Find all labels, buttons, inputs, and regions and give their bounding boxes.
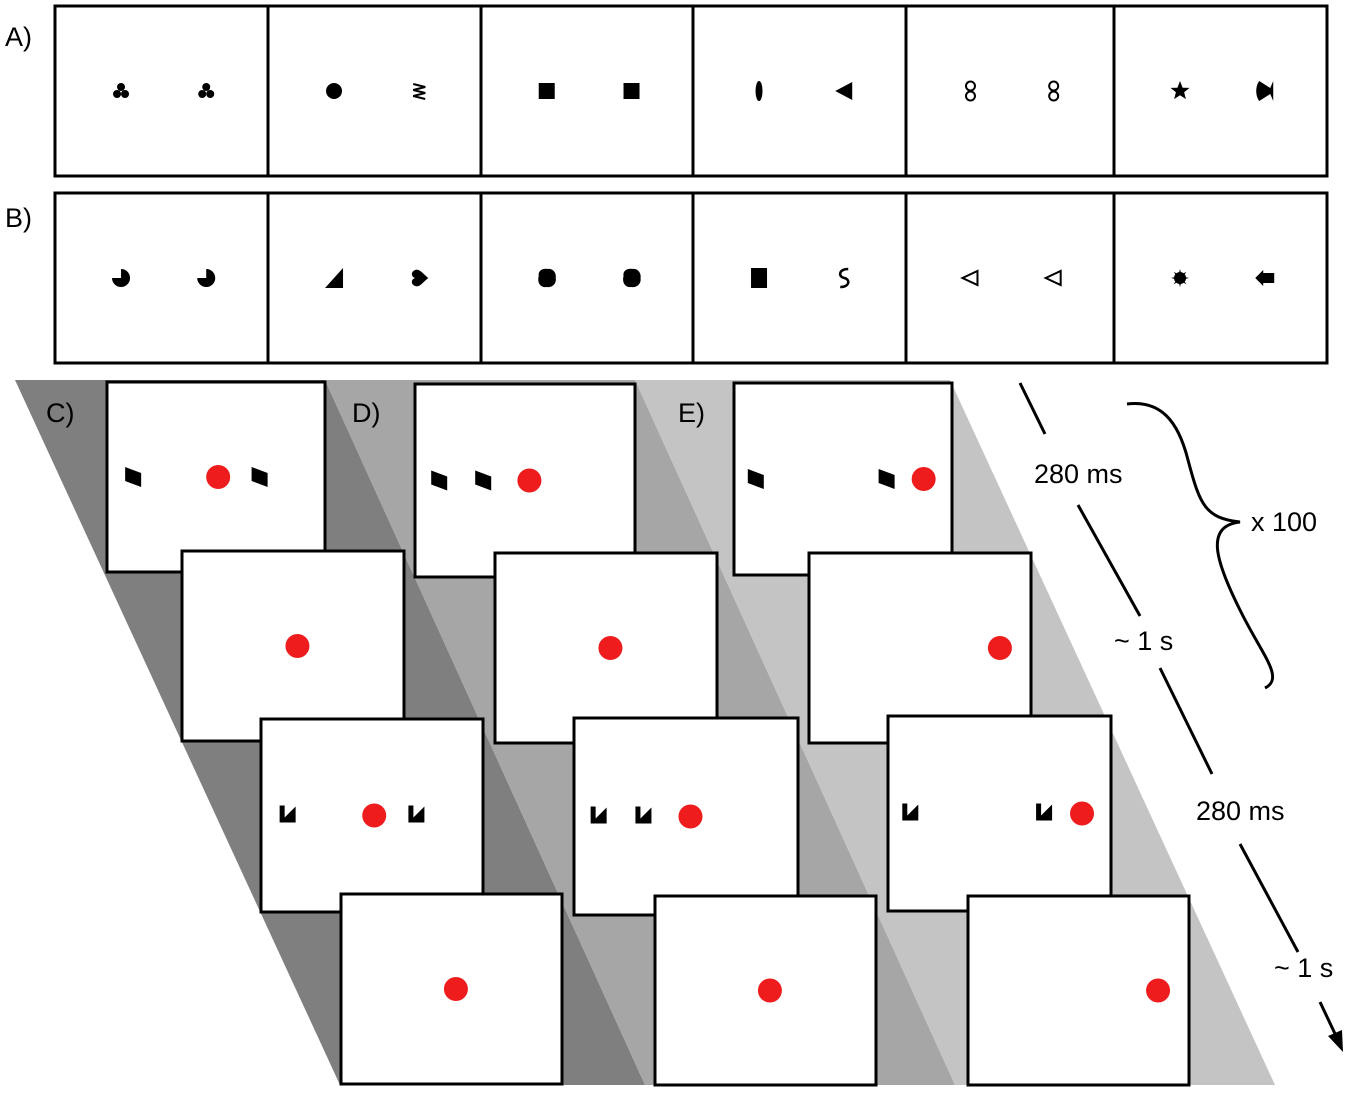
row-a-stimuli [53, 4, 1329, 178]
rectangle-icon [751, 268, 768, 288]
fixation-dot [1146, 978, 1171, 1003]
fixation-dot [757, 978, 782, 1003]
label-e: E) [678, 398, 705, 428]
trial-frame [413, 382, 637, 579]
square-icon [538, 83, 555, 99]
trial-frame [886, 714, 1113, 913]
trial-frames [105, 380, 1191, 1087]
square-icon [623, 83, 640, 99]
row-b-stimuli [53, 191, 1329, 365]
timeline [1018, 382, 1339, 1039]
timeline-segment [1076, 504, 1142, 617]
trial-frame [807, 551, 1033, 745]
trial-frame [339, 892, 564, 1086]
timeline-segment [1238, 843, 1300, 953]
fixation-dot [911, 467, 936, 491]
fixation-dot [1070, 801, 1095, 826]
trial-frame [572, 716, 800, 917]
trial-frame [105, 380, 327, 574]
blob-icon [623, 268, 641, 288]
trial-frame [259, 717, 485, 914]
repeat-brace-icon [1126, 402, 1275, 690]
fixation-dot [987, 636, 1012, 660]
timeline-arrow-shaft [1318, 1001, 1339, 1039]
blob-icon [538, 268, 556, 288]
condition-c [105, 380, 564, 1086]
sunburst-icon [1171, 269, 1190, 287]
fixation-dot [443, 977, 468, 1001]
fixation-dot [285, 634, 310, 658]
timeline-segment [1018, 382, 1047, 435]
timeline-segment [1158, 667, 1214, 775]
condition-d [413, 382, 878, 1087]
trial-frame [493, 551, 719, 745]
label-b: B) [5, 203, 32, 233]
timing-isi2: ~ 1 s [1274, 953, 1333, 983]
label-d: D) [352, 398, 381, 428]
timing-isi1: ~ 1 s [1114, 626, 1173, 656]
frame-border [413, 382, 637, 579]
fixation-dot [362, 803, 387, 828]
trial-frame [180, 549, 406, 743]
fixation-dot [678, 804, 703, 829]
label-a: A) [5, 22, 32, 52]
row-b-strip [53, 191, 1329, 365]
fixation-dot [517, 468, 542, 493]
timing-stim1: 280 ms [1034, 459, 1123, 489]
ellipse-icon [755, 81, 763, 101]
trial-frame [966, 894, 1191, 1087]
row-a-strip [53, 4, 1329, 178]
timeline-arrow-icon [1328, 1030, 1343, 1052]
fixation-dot [206, 465, 231, 489]
timing-stim2: 280 ms [1196, 796, 1285, 826]
condition-e [732, 381, 1191, 1087]
trial-frame [732, 381, 954, 577]
fixation-dot [598, 636, 623, 660]
trial-frame [653, 894, 878, 1087]
repeat-count: x 100 [1251, 507, 1317, 537]
label-c: C) [46, 398, 75, 428]
circle-icon [326, 83, 343, 99]
